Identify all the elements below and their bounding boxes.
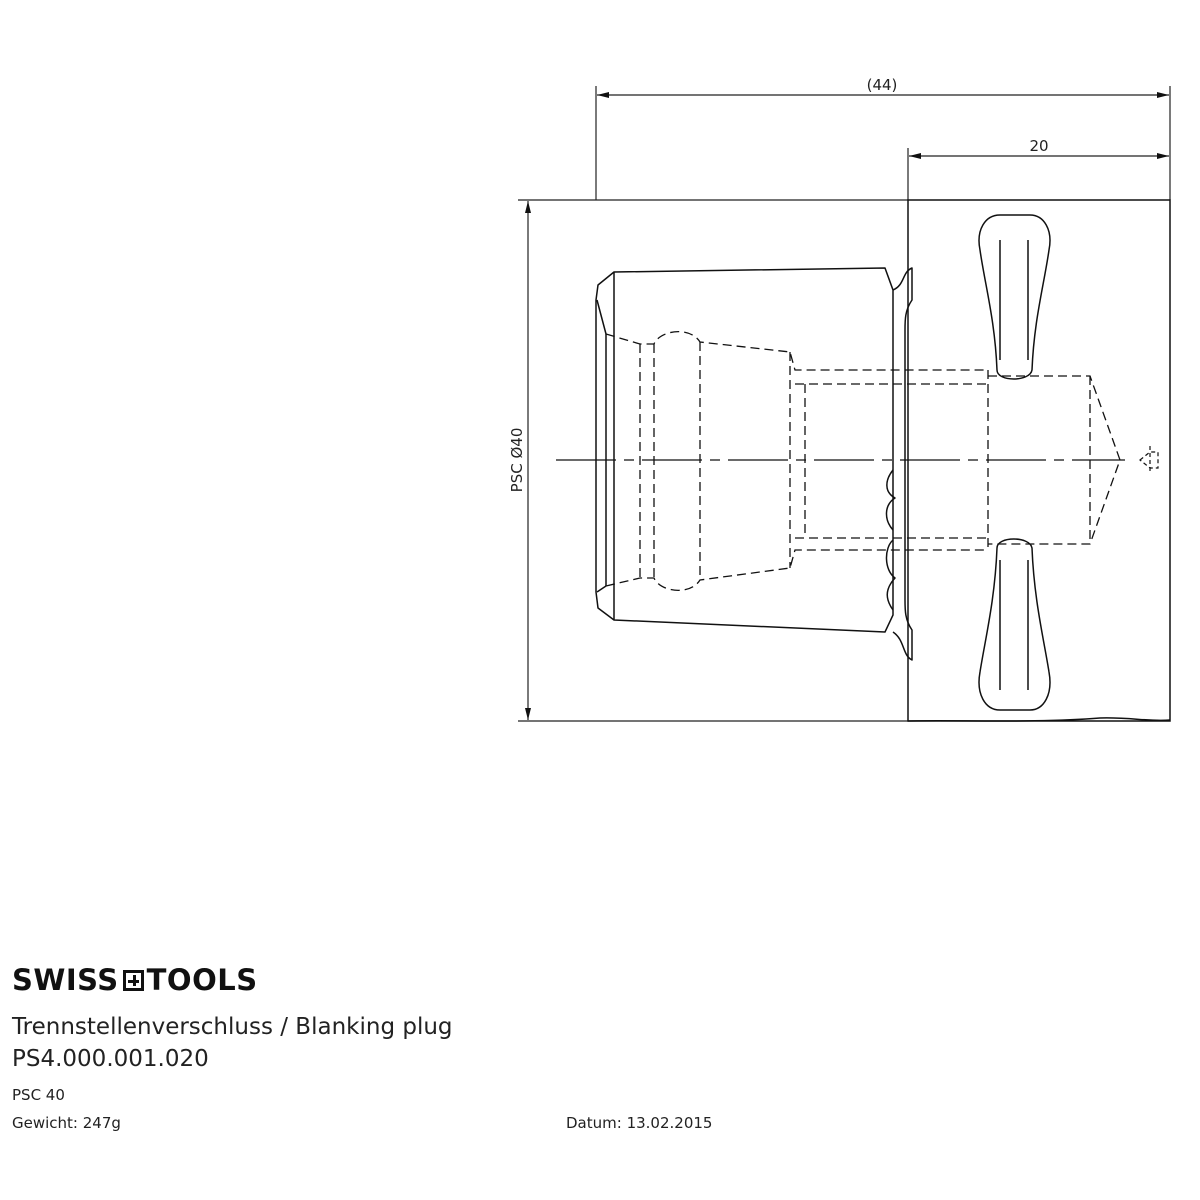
dimension-flange-length-label: 20 (1029, 137, 1048, 155)
product-weight: Gewicht: 247g (12, 1114, 121, 1132)
swiss-cross-icon (122, 969, 144, 991)
logo-text-left: SWISS (12, 963, 119, 997)
dimension-overall-length-label: (44) (867, 76, 898, 94)
dimension-diameter (518, 199, 908, 722)
centerline (556, 446, 1159, 474)
dimension-flange-length (907, 148, 1169, 200)
dimension-diameter-label: PSC Ø40 (508, 428, 526, 493)
product-description: Trennstellenverschluss / Blanking plug (12, 1014, 453, 1040)
drawing-date: Datum: 13.02.2015 (566, 1114, 713, 1132)
logo-text-right: TOOLS (146, 963, 258, 997)
part-number: PS4.000.001.020 (12, 1046, 209, 1072)
product-size: PSC 40 (12, 1086, 65, 1104)
dimension-overall-length (595, 86, 1171, 200)
wing-handle-bottom (978, 538, 1051, 711)
hidden-internal-profile (605, 330, 1121, 592)
wing-handle-top (978, 214, 1051, 380)
plug-body (595, 267, 913, 661)
swisstools-logo: SWISS TOOLS (12, 960, 258, 1000)
